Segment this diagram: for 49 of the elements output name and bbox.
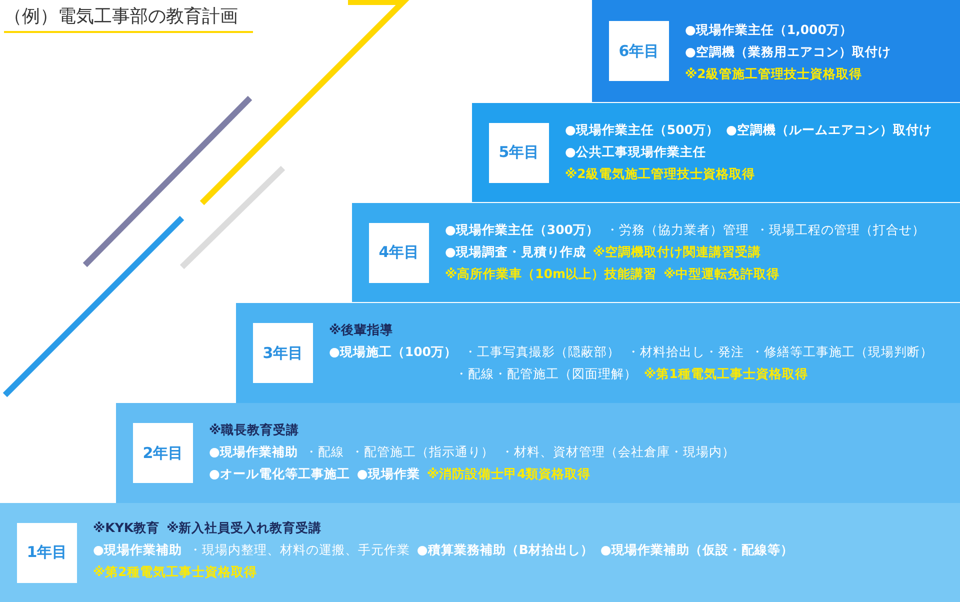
step-band [352,203,960,302]
year-box: 2年目 [133,423,193,483]
title: （例）電気工事部の教育計画 [4,5,238,28]
step-item: ●現場作業主任（1,000万） [685,22,852,37]
step-item: ・材料拾出し・発注 [627,344,744,359]
year-box: 3年目 [253,323,313,383]
note-text: ※後輩指導 [329,322,394,337]
step-item: ●現場作業補助（仮設・配線等） [600,542,794,557]
note-text: ※第2種電気工事士資格取得 [93,564,257,579]
year-box: 5年目 [489,122,549,182]
step-item: ●空調機（業務用エアコン）取付け [685,44,891,59]
step-band [236,303,960,403]
step-item: ●オール電化等工事施工 [209,466,350,481]
step-item: ・配管施工（指示通り） [350,444,494,459]
step-item: ・現場内整理、材料の運搬、手元作業 [188,542,410,557]
note-text: ※2級電気施工管理技士資格取得 [565,166,755,181]
step-item: ●現場施工（100万） [329,344,457,359]
step-item: ・配線・配管施工（図面理解） [455,366,637,381]
note-text: ※第1種電気工事士資格取得 [644,366,808,381]
note-text: ※中型運転免許取得 [664,266,780,281]
year-box: 6年目 [609,21,669,81]
year-box: 1年目 [17,522,77,582]
step-item: ・材料、資材管理（会社倉庫・現場内） [500,444,735,459]
step-band [116,403,960,503]
step-item: ・修繕等工事施工（現場判断） [751,344,933,359]
step-item: ●現場作業 [356,466,420,481]
step-band [0,503,960,602]
note-text: ※KYK教育 [93,520,160,535]
step-band [592,0,960,102]
step-item: ・労務（協力業者）管理 [606,222,749,237]
step-item: ●公共工事現場作業主任 [565,144,706,159]
step-item: ●現場調査・見積り作成 [445,244,586,259]
step-item: ●現場作業補助 [209,444,298,459]
step-band [472,103,960,202]
step-item: ●空調機（ルームエアコン）取付け [726,122,932,137]
note-text: ※高所作業車（10m以上）技能講習 [445,266,657,281]
note-text: ※2級管施工管理技士資格取得 [685,66,862,81]
note-text: ※空調機取付け関連講習受講 [592,244,762,259]
note-text: ※消防設備士甲4類資格取得 [426,466,591,481]
year-box: 4年目 [369,222,429,282]
step-item: ・配線 [304,444,344,459]
step-item: ・工事写真撮影（隠蔽部） [464,344,620,359]
step-item: ●現場作業補助 [93,542,182,557]
note-text: ※新入社員受入れ教育受講 [166,520,322,535]
step-item: ●積算業務補助（B材拾出し） [416,542,594,557]
step-item: ●現場作業主任（300万） [445,222,599,237]
note-text: ※職長教育受講 [209,422,300,437]
step-item: ●現場作業主任（500万） [565,122,719,137]
step-item: ・現場工程の管理（打合せ） [756,222,925,237]
